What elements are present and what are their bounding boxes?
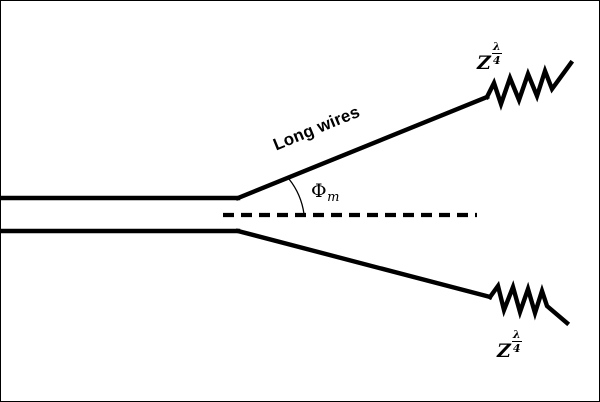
fraction-numerator: λ [512,328,521,341]
angle-label: Φm [311,182,339,204]
angle-symbol: Φ [311,180,327,202]
fraction-bar [511,340,522,343]
angle-arc [288,178,305,215]
long-wire-lower [235,228,493,300]
terminating-resistor-upper [484,59,575,111]
impedance-symbol: Z [477,52,491,75]
fraction-bar [491,52,502,55]
terminating-resistor-lower [486,280,571,327]
fraction-denominator: 4 [512,341,521,355]
fraction-denominator: 4 [492,53,501,67]
fraction-numerator: λ [492,40,501,53]
angle-subscript: m [327,189,340,205]
impedance-symbol: Z [497,340,511,363]
long-wire-upper [235,94,490,201]
